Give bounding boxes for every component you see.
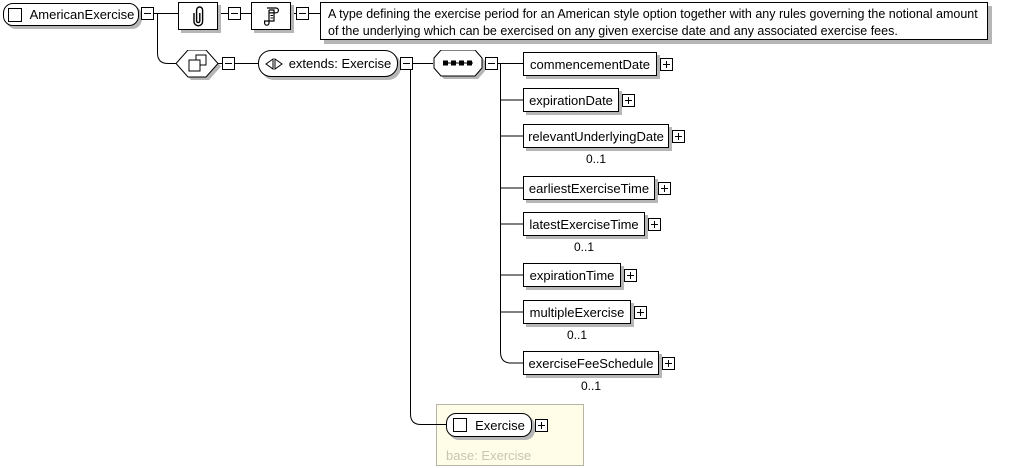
base-type-caption: base: Exercise (446, 448, 532, 463)
plus-glyph (541, 422, 542, 429)
annotation-box[interactable] (251, 2, 291, 30)
collapse-toggle[interactable] (485, 57, 498, 70)
plus-glyph (664, 185, 665, 192)
element-label: multipleExercise (529, 304, 625, 320)
element-exerciseFeeSchedule[interactable]: exerciseFeeSchedule (523, 351, 659, 375)
root-type-label: AmericanExercise (29, 7, 135, 22)
element-expirationTime[interactable]: expirationTime (523, 263, 621, 287)
element-label: commencementDate (530, 56, 650, 72)
base-type-label: Exercise (475, 417, 525, 433)
base-type-element-box[interactable]: Exercise (446, 413, 532, 437)
root-type-box[interactable]: AmericanExercise (3, 3, 139, 26)
element-label: earliestExerciseTime (528, 180, 650, 196)
plus-glyph (654, 221, 655, 228)
plus-glyph (666, 61, 667, 68)
occurrence-label: 0..1 (580, 379, 601, 393)
element-label: exerciseFeeSchedule (528, 355, 654, 371)
element-latestExerciseTime[interactable]: latestExerciseTime (523, 212, 645, 236)
collapse-toggle[interactable] (141, 7, 154, 20)
content-model-symbol[interactable] (176, 50, 222, 82)
element-commencementDate[interactable]: commencementDate (523, 52, 657, 76)
documentation-text: A type defining the exercise period for … (320, 2, 988, 40)
element-earliestExerciseTime[interactable]: earliestExerciseTime (523, 176, 655, 200)
sequence-dots-icon (443, 60, 473, 66)
plus-glyph (668, 360, 669, 367)
element-label: expirationTime (529, 267, 615, 283)
extension-label: extends: Exercise (288, 56, 392, 71)
element-label: latestExerciseTime (529, 216, 639, 232)
extension-box[interactable]: extends: Exercise (258, 50, 398, 77)
minus-glyph (299, 13, 306, 14)
element-multipleExercise[interactable]: multipleExercise (523, 300, 631, 324)
scroll-icon (264, 7, 279, 26)
expand-toggle[interactable] (634, 306, 647, 319)
element-label: expirationDate (529, 92, 613, 108)
collapse-toggle[interactable] (296, 7, 309, 20)
sequence-symbol[interactable] (433, 50, 486, 80)
minus-glyph (403, 63, 410, 64)
minus-glyph (144, 13, 151, 14)
expand-toggle[interactable] (624, 269, 637, 282)
minus-glyph (488, 63, 495, 64)
occurrence-label: 0..1 (585, 152, 606, 166)
expand-toggle[interactable] (658, 182, 671, 195)
expand-toggle[interactable] (622, 94, 635, 107)
plus-glyph (630, 272, 631, 279)
element-label: relevantUnderlyingDate (528, 128, 664, 144)
paperclip-icon (193, 6, 204, 27)
minus-glyph (231, 13, 238, 14)
collapse-toggle[interactable] (228, 7, 241, 20)
expand-toggle[interactable] (648, 218, 661, 231)
expand-toggle[interactable] (660, 58, 673, 71)
element-expirationDate[interactable]: expirationDate (523, 88, 619, 112)
plus-glyph (628, 97, 629, 104)
overlapping-squares-icon (188, 54, 207, 72)
plus-glyph (640, 309, 641, 316)
expand-toggle[interactable] (535, 419, 548, 432)
occurrence-label: 0..1 (566, 328, 587, 342)
element-square-icon (7, 7, 22, 22)
extension-triangles-icon (264, 57, 283, 70)
collapse-toggle[interactable] (222, 57, 235, 70)
expand-toggle[interactable] (662, 357, 675, 370)
element-relevantUnderlyingDate[interactable]: relevantUnderlyingDate (523, 124, 669, 148)
attributes-box[interactable] (178, 2, 218, 30)
collapse-toggle[interactable] (400, 57, 413, 70)
element-square-icon (453, 418, 468, 432)
minus-glyph (225, 63, 232, 64)
occurrence-label: 0..1 (573, 240, 594, 254)
plus-glyph (678, 133, 679, 140)
expand-toggle[interactable] (672, 130, 685, 143)
